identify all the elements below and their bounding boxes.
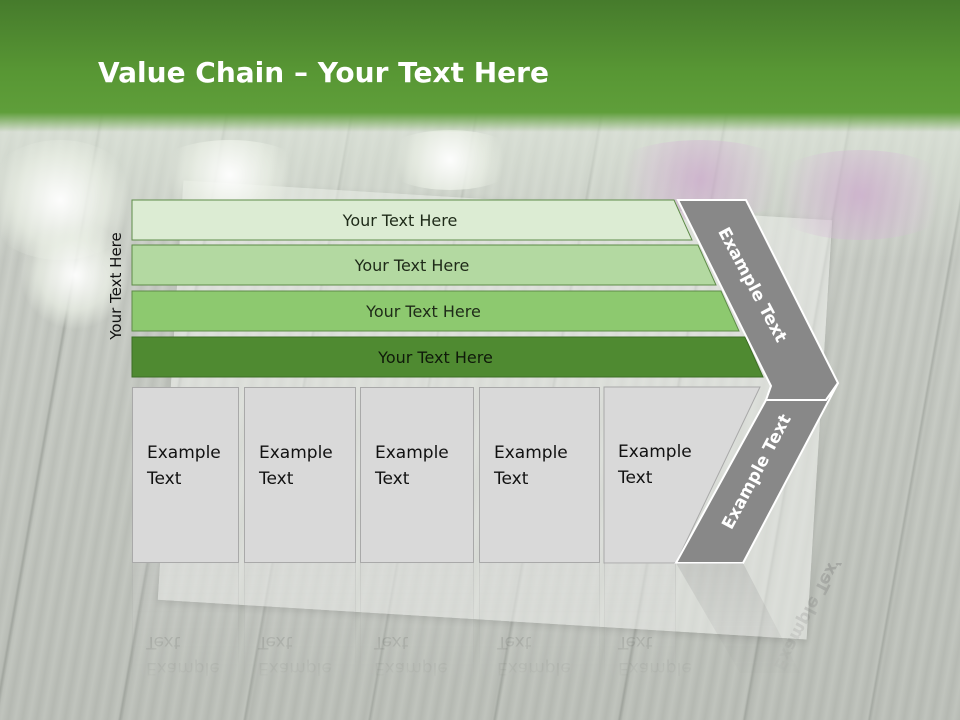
flower-blossom bbox=[760, 150, 960, 240]
box-text-line: Text bbox=[147, 469, 182, 489]
box-text-line: Example bbox=[618, 442, 692, 462]
box-text-line: Example bbox=[259, 443, 333, 463]
box-text-line: Text bbox=[259, 469, 294, 489]
flower-blossom bbox=[150, 140, 310, 210]
box-reflection bbox=[479, 563, 600, 683]
reflection-area: Example Text Example Text Example Text E… bbox=[0, 563, 960, 720]
slide-title: Value Chain – Your Text Here bbox=[98, 56, 549, 89]
box-text-line: Example bbox=[494, 443, 568, 463]
box-text-line: Text bbox=[375, 469, 410, 489]
box-reflection bbox=[360, 563, 474, 683]
box-text-line: Text bbox=[494, 469, 529, 489]
example-box: Example Text bbox=[360, 387, 474, 563]
tier-bar-label: Your Text Here bbox=[366, 301, 481, 321]
box-text-line: Text bbox=[618, 468, 653, 488]
example-box: Example Text bbox=[479, 387, 600, 563]
example-box-text: Example Text bbox=[618, 439, 692, 491]
box-reflection bbox=[244, 563, 356, 683]
example-box: Example Text bbox=[244, 387, 356, 563]
tier-bar: Your Text Here bbox=[132, 291, 739, 331]
box-text-line: Example bbox=[147, 443, 221, 463]
box-reflection bbox=[132, 563, 239, 683]
tier-bar-label: Your Text Here bbox=[342, 210, 458, 230]
tier-bar: Your Text Here bbox=[132, 200, 692, 240]
box-reflection bbox=[604, 563, 676, 683]
tier-bar-label: Your Text Here bbox=[354, 255, 470, 275]
tier-bar: Your Text Here bbox=[132, 337, 763, 377]
flower-blossom bbox=[380, 130, 520, 190]
slide-title-rest: – Your Text Here bbox=[284, 56, 549, 89]
arrow-lower-segment bbox=[674, 382, 839, 564]
box-text-line: Example bbox=[375, 443, 449, 463]
arrow-reflection bbox=[676, 563, 800, 673]
slide-title-bold: Value Chain bbox=[98, 56, 285, 89]
header-band bbox=[0, 0, 960, 132]
example-box: Example Text bbox=[132, 387, 239, 563]
tier-bar: Your Text Here bbox=[132, 245, 716, 285]
tier-bar-label: Your Text Here bbox=[378, 347, 493, 367]
flower-blossom bbox=[20, 220, 130, 330]
